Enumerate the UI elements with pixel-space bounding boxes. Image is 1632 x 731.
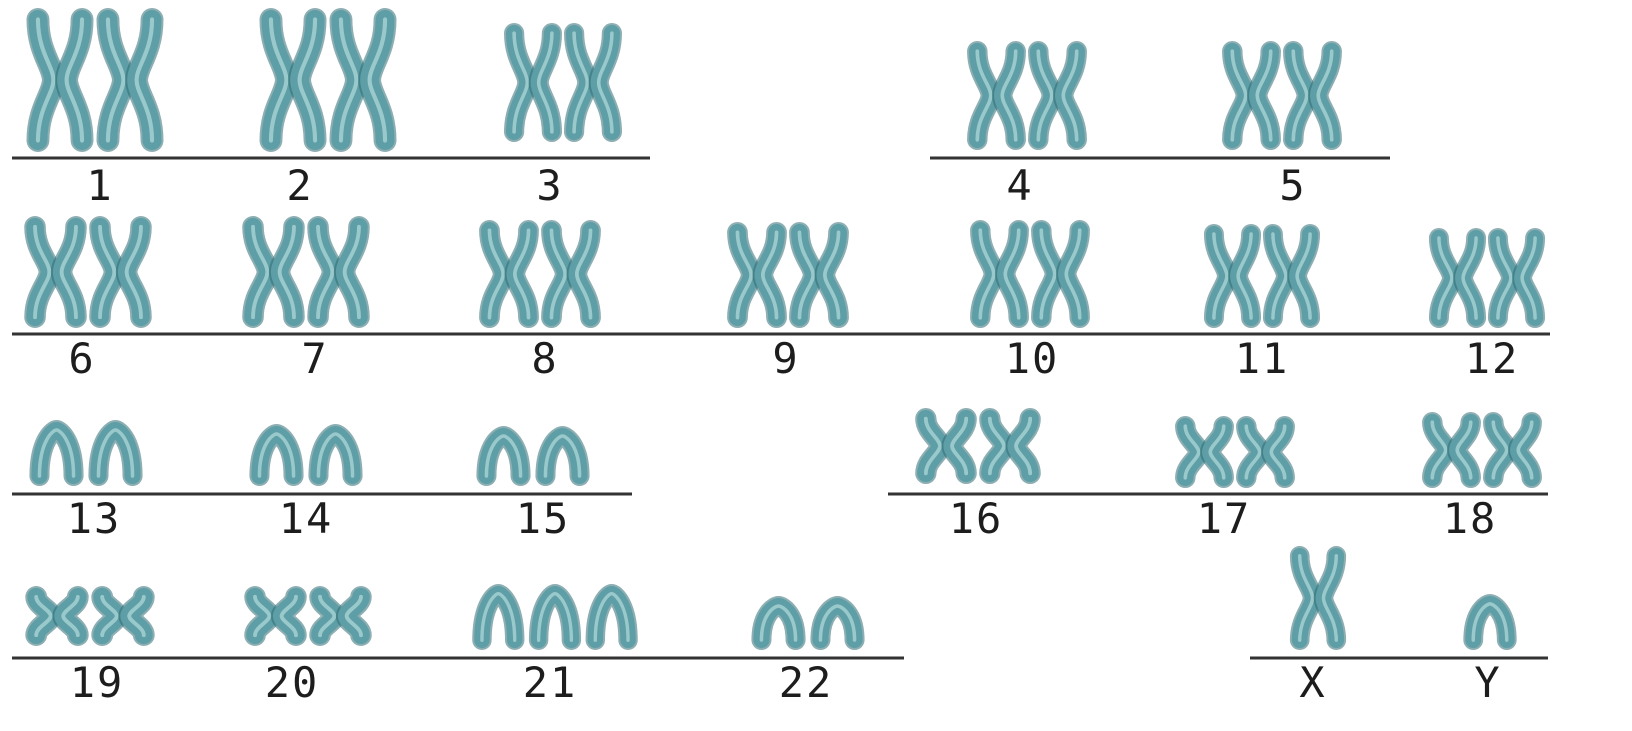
chromosome-label-y: Y bbox=[1474, 658, 1501, 707]
chromosome-shape bbox=[1300, 556, 1337, 640]
chromosome-label-5: 5 bbox=[1279, 161, 1306, 210]
chromosome-label-1: 1 bbox=[86, 161, 113, 210]
chromosome-label-14: 14 bbox=[279, 494, 334, 543]
chromosome-label-20: 20 bbox=[265, 658, 320, 707]
chromosome-label-10: 10 bbox=[1005, 334, 1060, 383]
chromosome-shape bbox=[539, 594, 572, 641]
chromosome-pair-13 bbox=[39, 430, 132, 476]
chromosome-shape bbox=[799, 232, 838, 317]
chromosome-shape bbox=[1473, 604, 1507, 640]
chromosome-shape bbox=[574, 33, 612, 132]
chromosome-label-6: 6 bbox=[68, 334, 95, 383]
chromosome-pair-2 bbox=[271, 19, 385, 140]
chromosome-shape bbox=[253, 227, 294, 317]
chromosome-shape bbox=[1214, 234, 1251, 318]
chromosome-shape bbox=[489, 230, 528, 317]
chromosome-pair-11 bbox=[1214, 234, 1310, 318]
chromosome-label-2: 2 bbox=[286, 161, 313, 210]
chromosome-shape bbox=[514, 33, 552, 132]
chromosome-shape bbox=[1498, 238, 1535, 318]
chromosome-shape bbox=[38, 19, 82, 140]
chromosome-shape bbox=[108, 19, 152, 140]
chromosome-label-3: 3 bbox=[536, 161, 563, 210]
chromosome-label-21: 21 bbox=[523, 658, 578, 707]
chromosome-pair-8 bbox=[489, 230, 590, 317]
chromosome-shape bbox=[482, 594, 515, 641]
chromosome-shape bbox=[318, 227, 359, 317]
chromosome-shape bbox=[320, 597, 361, 635]
chromosome-label-8: 8 bbox=[531, 334, 558, 383]
chromosome-shape bbox=[1273, 234, 1310, 318]
chromosome-shape bbox=[100, 227, 141, 317]
chromosome-shape bbox=[259, 434, 293, 476]
chromosome-label-x: X bbox=[1299, 658, 1326, 707]
chromosome-pair-18 bbox=[1432, 422, 1531, 478]
chromosome-shape bbox=[341, 19, 385, 140]
chromosome-shape bbox=[36, 597, 78, 635]
chromosome-x bbox=[1300, 556, 1337, 640]
chromosome-label-22: 22 bbox=[779, 658, 834, 707]
chromosome-pair-1 bbox=[38, 19, 152, 140]
chromosome-shape bbox=[1185, 426, 1223, 478]
chromosome-pair-9 bbox=[737, 232, 838, 317]
chromosome-label-15: 15 bbox=[516, 494, 571, 543]
chromosome-label-11: 11 bbox=[1235, 334, 1290, 383]
chromosome-label-18: 18 bbox=[1443, 494, 1498, 543]
chromosome-shape bbox=[318, 434, 352, 476]
chromosome-shape bbox=[1246, 426, 1284, 478]
chromosome-pair-16 bbox=[926, 419, 1030, 474]
chromosome-shape bbox=[1439, 238, 1476, 318]
chromosome-pair-17 bbox=[1185, 426, 1284, 478]
chromosome-shape bbox=[1493, 422, 1531, 478]
chromosome-shape bbox=[737, 232, 776, 317]
chromosome-shape bbox=[102, 597, 144, 635]
chromosome-shape bbox=[1232, 51, 1270, 140]
chromosome-shape bbox=[990, 419, 1030, 474]
chromosome-pair-5 bbox=[1232, 51, 1331, 140]
chromosome-shape bbox=[1038, 51, 1076, 140]
chromosome-pair-19 bbox=[36, 597, 144, 635]
chromosome-label-16: 16 bbox=[949, 494, 1004, 543]
chromosome-shape bbox=[761, 606, 795, 640]
chromosome-pair-21 bbox=[482, 594, 628, 641]
chromosome-shape bbox=[820, 606, 854, 640]
chromosome-pair-22 bbox=[761, 606, 854, 640]
chromosome-shape bbox=[486, 436, 520, 476]
chromosome-y bbox=[1473, 604, 1507, 640]
chromosome-shape bbox=[977, 51, 1015, 140]
chromosome-label-7: 7 bbox=[301, 334, 328, 383]
chromosome-shape bbox=[98, 430, 132, 476]
chromosome-label-17: 17 bbox=[1197, 494, 1252, 543]
chromosome-label-13: 13 bbox=[67, 494, 122, 543]
chromosome-pair-3 bbox=[514, 33, 612, 132]
chromosome-shape bbox=[271, 19, 315, 140]
chromosome-label-12: 12 bbox=[1465, 334, 1520, 383]
chromosome-pair-15 bbox=[486, 436, 579, 476]
chromosome-label-4: 4 bbox=[1006, 161, 1033, 210]
chromosome-shape bbox=[926, 419, 966, 474]
chromosome-pair-10 bbox=[980, 230, 1079, 318]
chromosome-shape bbox=[1432, 422, 1470, 478]
chromosome-shape bbox=[39, 430, 73, 476]
chromosome-pair-20 bbox=[255, 597, 361, 635]
chromosome-pair-6 bbox=[35, 227, 141, 317]
chromosome-pair-7 bbox=[253, 227, 359, 317]
chromosome-label-9: 9 bbox=[772, 334, 799, 383]
chromosome-shape bbox=[545, 436, 579, 476]
chromosome-shape bbox=[1041, 230, 1079, 318]
chromosome-shape bbox=[551, 230, 590, 317]
chromosome-shape bbox=[595, 594, 628, 641]
chromosome-shape bbox=[35, 227, 76, 317]
chromosome-pair-12 bbox=[1439, 238, 1535, 318]
chromosome-shape bbox=[255, 597, 296, 635]
chromosome-pair-4 bbox=[977, 51, 1076, 140]
chromosome-shape bbox=[980, 230, 1018, 318]
chromosome-shape bbox=[1293, 51, 1331, 140]
chromosome-label-19: 19 bbox=[70, 658, 125, 707]
chromosome-pair-14 bbox=[259, 434, 352, 476]
